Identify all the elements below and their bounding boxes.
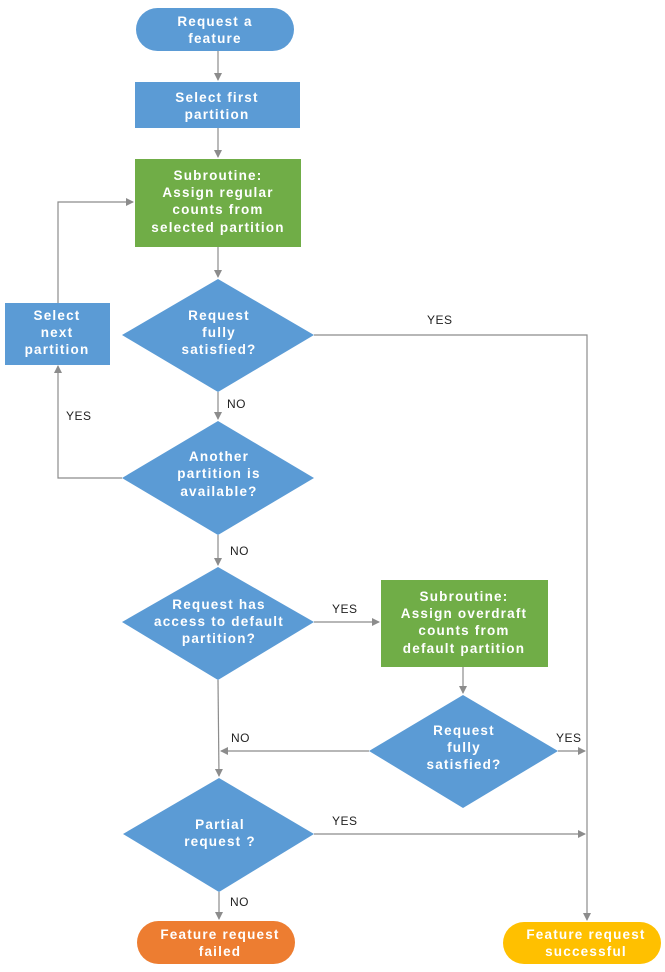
label-another-yes: YES [66, 409, 92, 423]
label-partial-no: NO [230, 895, 249, 909]
edge-select-next-to-subroutine [57, 198, 134, 303]
edge-access-no [214, 679, 223, 777]
edges [54, 51, 591, 921]
label-satisfied-2-no: NO [231, 731, 250, 745]
label-access-yes: YES [332, 602, 358, 616]
label-partial-yes: YES [332, 814, 358, 828]
label-satisfied-2-yes: YES [556, 731, 582, 745]
label-satisfied-1-yes: YES [427, 313, 453, 327]
label-another-no: NO [230, 544, 249, 558]
edge-another-yes [54, 365, 122, 479]
edge-satisfied-1-yes [314, 334, 591, 921]
label-satisfied-1-no: NO [227, 397, 246, 411]
edge-labels: YES NO YES NO YES NO YES YES NO [66, 313, 582, 909]
